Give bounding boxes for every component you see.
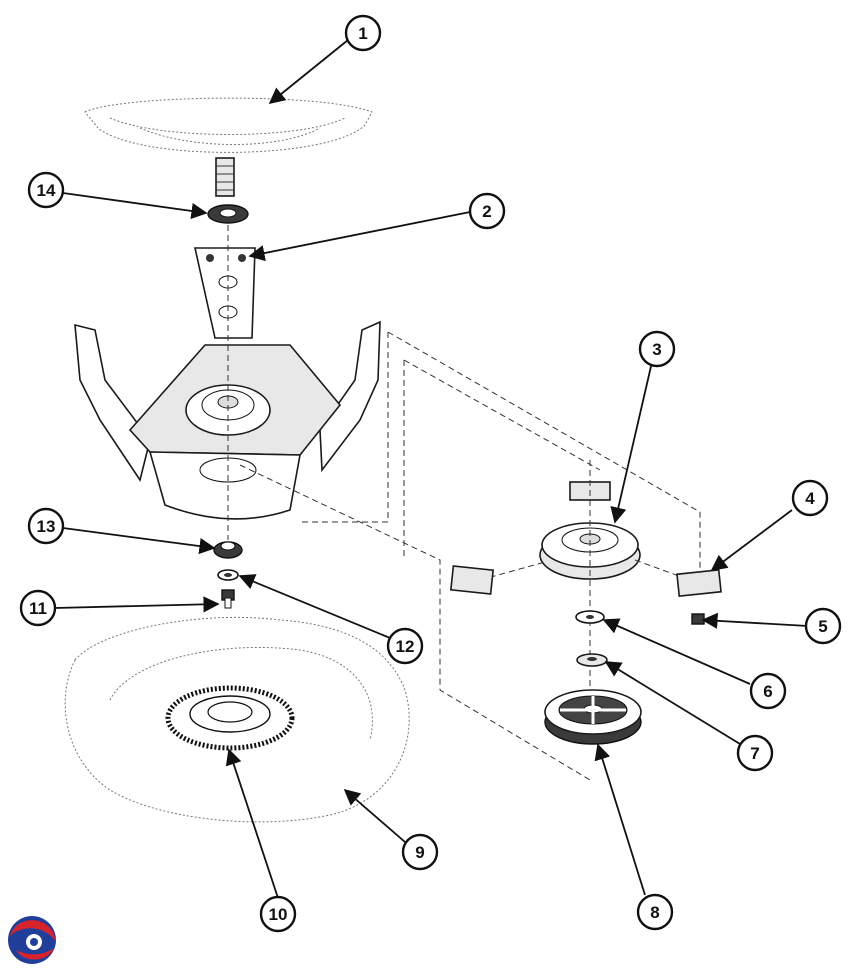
washer-part (217, 569, 239, 581)
callout-6: 6 (749, 672, 787, 710)
pulley-washer-part (575, 610, 605, 624)
brand-swirl-logo-icon (8, 916, 56, 964)
callout-3: 3 (638, 330, 676, 368)
bolt-part (221, 589, 235, 609)
callout-8: 8 (636, 893, 674, 931)
callout-label: 3 (652, 340, 661, 359)
spacer-part (576, 653, 608, 667)
callout-14: 14 (27, 171, 65, 209)
callout-label: 1 (358, 24, 367, 43)
callout-label: 14 (37, 181, 56, 200)
motor-pulley-part (544, 689, 642, 745)
gear-ring-part (165, 685, 295, 751)
callout-4: 4 (791, 479, 829, 517)
callout-9: 9 (401, 833, 439, 871)
bearing-seal-part (207, 204, 249, 224)
mount-pad-part (676, 568, 722, 598)
callout-2: 2 (468, 192, 506, 230)
callout-13: 13 (27, 507, 65, 545)
callout-label: 4 (805, 489, 815, 508)
callout-label: 12 (396, 637, 415, 656)
outer-tub-part (64, 616, 410, 823)
tub-bottom-part (84, 97, 373, 197)
callout-label: 6 (763, 682, 772, 701)
callout-7: 7 (736, 734, 774, 772)
callout-label: 13 (37, 517, 56, 536)
callout-label: 2 (482, 202, 491, 221)
callout-label: 8 (650, 903, 659, 922)
suspension-base-part (74, 247, 381, 520)
nut-part (691, 613, 705, 625)
callout-1: 1 (344, 14, 382, 52)
callout-label: 7 (750, 744, 759, 763)
callout-10: 10 (259, 895, 297, 933)
callout-label: 9 (415, 843, 424, 862)
drive-pulley-part (449, 460, 691, 720)
callout-label: 10 (269, 905, 288, 924)
bushing-part (213, 541, 243, 559)
callout-12: 12 (386, 627, 424, 665)
callout-5: 5 (804, 607, 842, 645)
callout-label: 5 (818, 617, 827, 636)
callout-11: 11 (19, 589, 57, 627)
callout-label: 11 (29, 599, 47, 618)
